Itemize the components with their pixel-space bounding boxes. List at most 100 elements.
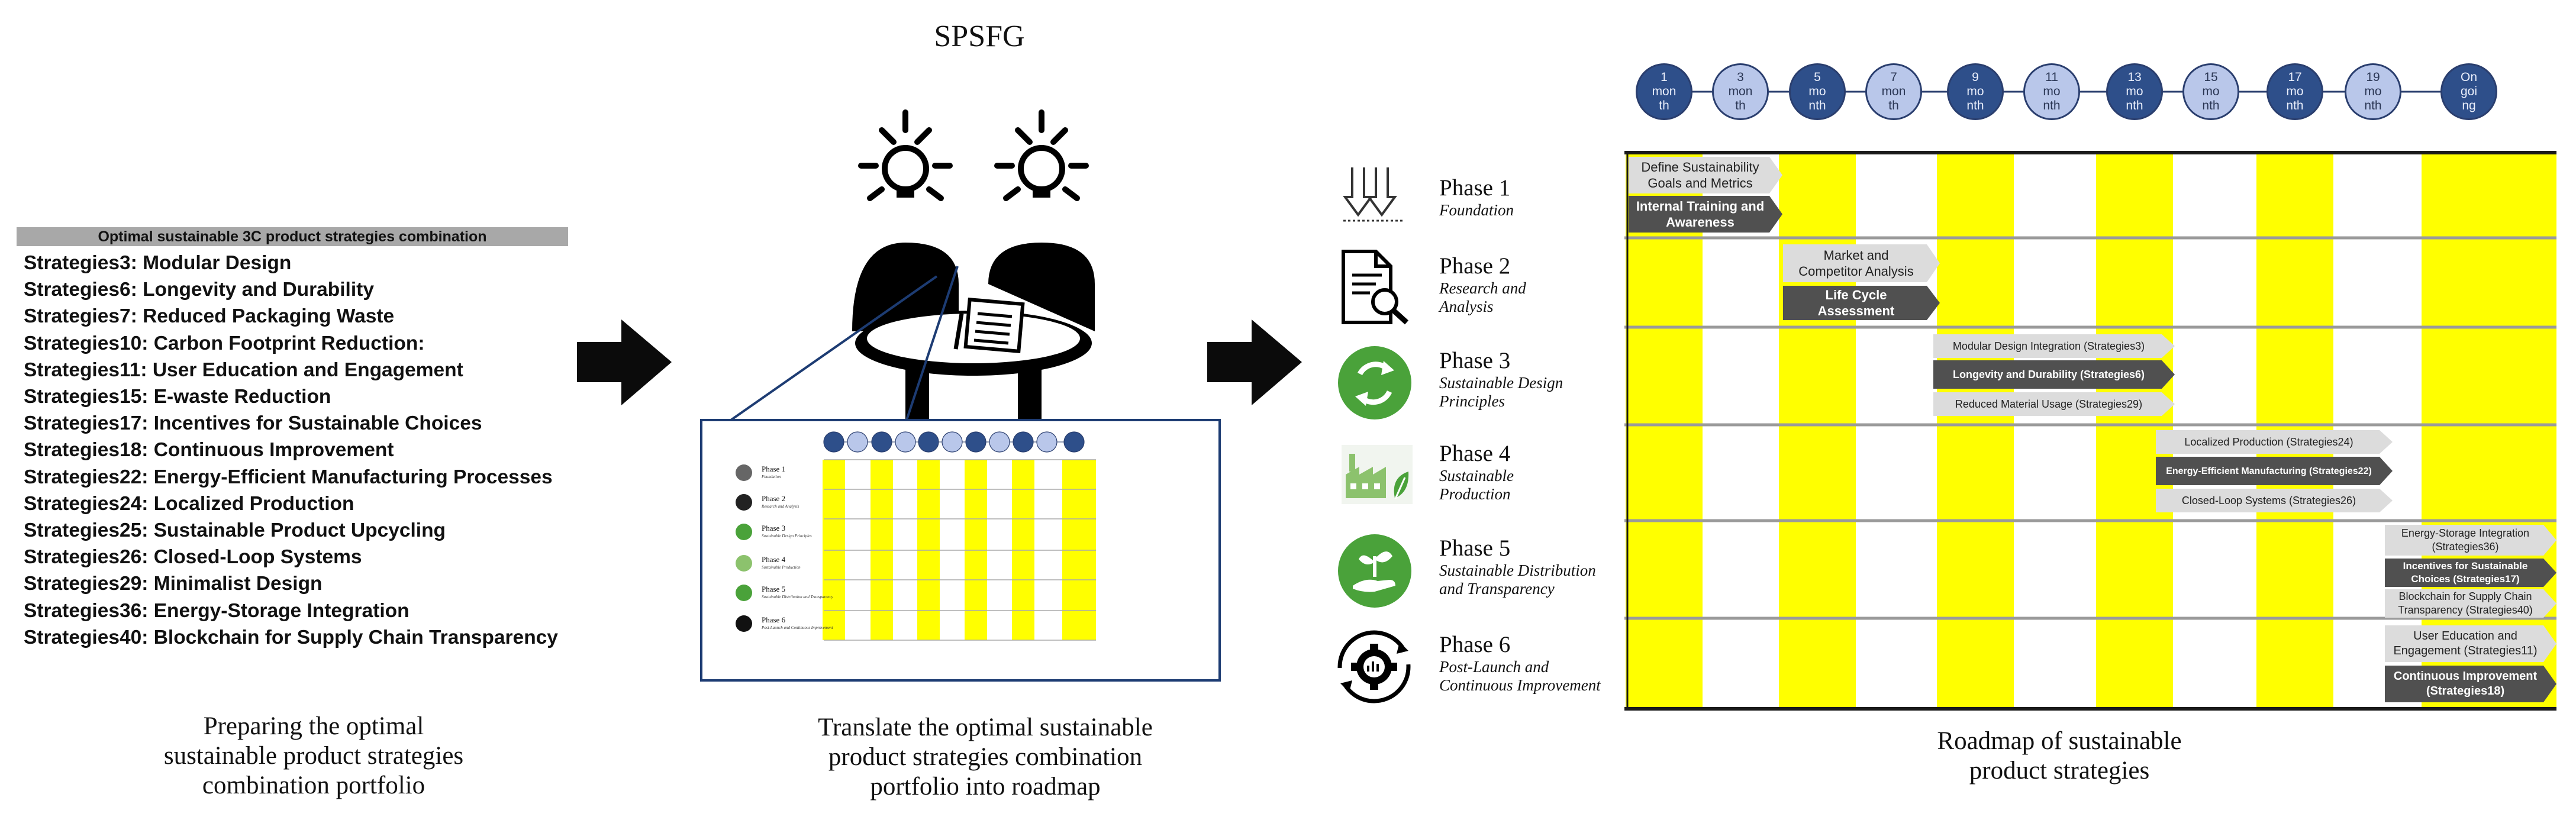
plant-hand-icon: [1338, 534, 1411, 608]
task-label-line: (Strategies18): [2426, 685, 2505, 698]
month-badge: On goi ng: [2440, 63, 2497, 120]
month-badge: 19 mo nth: [2345, 63, 2401, 120]
task-label-line: User Education and: [2413, 630, 2517, 643]
task-label-line: Localized Production (Strategies24): [2184, 435, 2353, 448]
task-label-line: Life Cycle Assessment: [1817, 288, 1895, 318]
mini-month-badge: [989, 431, 1010, 453]
strategy-item: Strategies15: E-waste Reduction: [24, 386, 331, 408]
strategies-header: Optimal sustainable 3C product strategie…: [17, 227, 568, 246]
flow-arrow-icon: [1207, 319, 1302, 405]
mini-month-badge: [1036, 431, 1058, 453]
task-label-line: Market and: [1823, 248, 1889, 263]
strategy-item: Strategies10: Carbon Footprint Reduction…: [24, 332, 425, 354]
task-label-line: Internal Training and: [1636, 199, 1765, 214]
month-badge: 5 mo nth: [1789, 63, 1846, 120]
research-document-icon: [1342, 250, 1409, 325]
mini-phase-subtitle: Sustainable Production: [762, 565, 801, 570]
task-label-line: Longevity and Durability (Strategies6): [1952, 368, 2145, 380]
left-caption-line: combination portfolio: [202, 772, 425, 799]
task-label-line: Competitor Analysis: [1798, 264, 1914, 279]
phase-subtitle: Continuous Improvement: [1439, 676, 1601, 694]
task-label-line: Choices (Strategies17): [2411, 573, 2520, 585]
phase-subtitle: Sustainable Design: [1439, 374, 1563, 392]
mini-month-badge: [871, 431, 892, 453]
mini-phase-subtitle: Post-Launch and Continuous Improvement: [761, 625, 834, 630]
task-label-line: Engagement (Strategies11): [2393, 644, 2538, 657]
middle-caption-line: product strategies combination: [828, 743, 1143, 771]
strategy-item: Strategies29: Minimalist Design: [24, 573, 323, 595]
roadmap-caption: Roadmap of sustainable product strategie…: [1835, 727, 2284, 786]
month-badge: 7 mon th: [1865, 63, 1922, 120]
gear-cycle-icon: [1337, 630, 1411, 703]
phase-subtitle: Sustainable Distribution: [1439, 561, 1596, 579]
mini-phase-subtitle: Sustainable Design Principles: [762, 534, 812, 538]
roadmap-task: Longevity and Durability (Strategies6): [1933, 360, 2175, 389]
task-label-line: Goals and Metrics: [1648, 176, 1753, 191]
phase-title: Phase 6: [1439, 632, 1511, 657]
task-label-line: Reduced Material Usage (Strategies29): [1955, 398, 2143, 410]
month-badge: 11 mo nth: [2023, 63, 2080, 120]
strategy-item: Strategies3: Modular Design: [24, 252, 292, 274]
mini-phase-icon: [736, 494, 752, 511]
mini-phase-title: Phase 3: [762, 524, 785, 532]
mini-phase-icon: [736, 615, 752, 632]
mini-phase-subtitle: Sustainable Distribution and Transparenc…: [762, 595, 834, 599]
strategy-item: Strategies7: Reduced Packaging Waste: [24, 305, 395, 328]
strategy-item: Strategies22: Energy-Efficient Manufactu…: [24, 466, 553, 488]
month-column-highlight: [1626, 153, 1703, 709]
strategy-item: Strategies11: User Education and Engagem…: [24, 359, 463, 381]
task-label-line: Modular Design Integration (Strategies3): [1952, 340, 2145, 352]
mini-month-badge: [918, 431, 939, 453]
mini-phase-title: Phase 6: [762, 615, 786, 624]
mini-phase-icon: [736, 464, 752, 481]
mini-phase-title: Phase 4: [762, 555, 786, 564]
task-label-line: Define Sustainability: [1641, 160, 1759, 175]
factory-leaf-icon: [1342, 445, 1413, 504]
task-label-line: Energy-Efficient Manufacturing (Strategi…: [2166, 466, 2372, 476]
phase-subtitle: Sustainable: [1439, 467, 1514, 485]
month-badge: 1 mon th: [1636, 63, 1692, 120]
roadmap-caption-line: product strategies: [1969, 757, 2150, 785]
roadmap-task: Reduced Material Usage (Strategies29): [1933, 392, 2175, 416]
strategy-item: Strategies18: Continuous Improvement: [24, 439, 394, 461]
task-label-line: Energy-Storage Integration: [2401, 527, 2530, 539]
mini-month-badge: [965, 431, 986, 453]
roadmap-task: Closed-Loop Systems (Strategies26): [2156, 489, 2393, 512]
phase-subtitle: Principles: [1439, 392, 1505, 410]
strategy-item: Strategies25: Sustainable Product Upcycl…: [24, 519, 446, 542]
month-badge: 3 mon th: [1712, 63, 1769, 120]
month-column-highlight: [1937, 153, 2014, 709]
strategy-item: Strategies26: Closed-Loop Systems: [24, 546, 362, 569]
phase-subtitle: Analysis: [1439, 298, 1494, 315]
month-badge: 15 mo nth: [2182, 63, 2239, 120]
roadmap-task: Modular Design Integration (Strategies3): [1933, 334, 2175, 358]
mini-month-badge: [1013, 431, 1034, 453]
strategy-item: Strategies36: Energy-Storage Integration: [24, 599, 410, 622]
phase-subtitle: Post-Launch and: [1439, 658, 1549, 676]
mini-month-badge: [847, 431, 868, 453]
phase-title: Phase 1: [1439, 175, 1511, 201]
strategy-item: Strategies17: Incentives for Sustainable…: [24, 412, 482, 435]
strategy-item: Strategies24: Localized Production: [24, 492, 354, 515]
roadmap-task: Localized Production (Strategies24): [2156, 430, 2393, 454]
phase-subtitle: Foundation: [1439, 201, 1514, 219]
task-label-line: (Strategies36): [2432, 541, 2499, 553]
task-label-line: Blockchain for Supply Chain: [2398, 590, 2532, 602]
mini-phase-title: Phase 5: [762, 585, 785, 593]
mini-month-badge: [823, 431, 844, 453]
task-label-line: Awareness: [1666, 215, 1734, 230]
foundation-icon: [1343, 167, 1403, 222]
task-label-line: Continuous Improvement: [2393, 670, 2538, 683]
task-label-line: Transparency (Strategies40): [2398, 604, 2533, 616]
